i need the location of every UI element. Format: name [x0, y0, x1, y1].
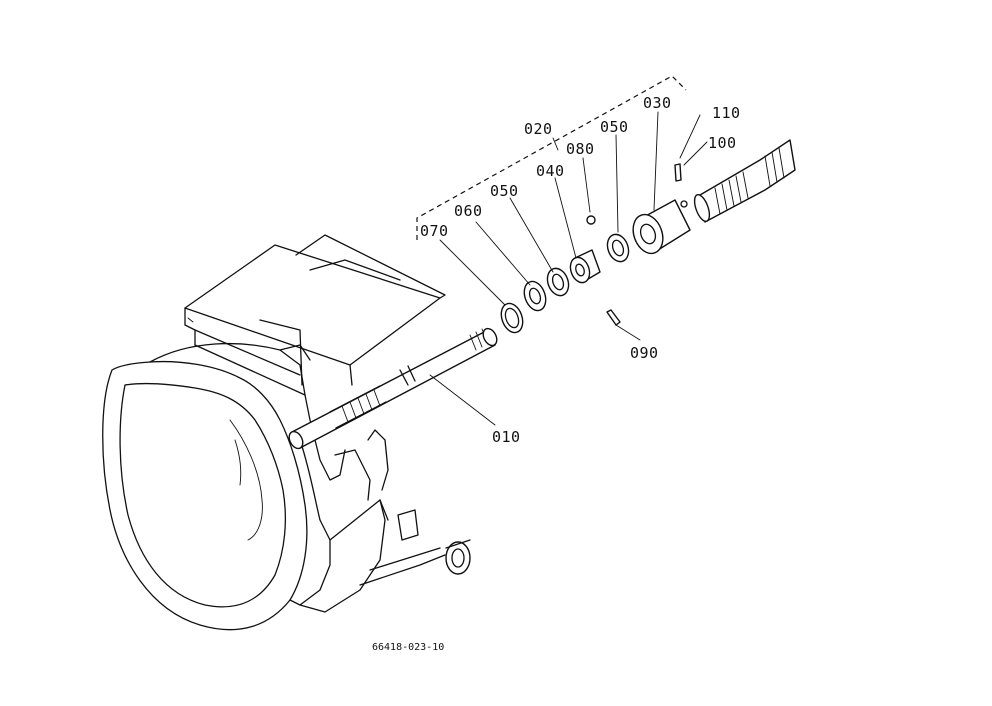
- transmission-housing: [102, 234, 471, 631]
- washer-060: [523, 280, 547, 312]
- pin-090: [606, 309, 621, 326]
- snap-ring-070: [500, 302, 524, 334]
- callout-050-b: 050: [600, 118, 629, 136]
- drive-shaft: [693, 139, 796, 223]
- callout-030: 030: [643, 94, 672, 112]
- callout-040: 040: [536, 162, 565, 180]
- pin-110: [674, 163, 682, 182]
- group-bracket-020: [416, 75, 687, 240]
- drawing-code: 66418-023-10: [372, 642, 444, 653]
- callout-080: 080: [566, 140, 595, 158]
- callout-100: 100: [708, 134, 737, 152]
- callout-060: 060: [454, 202, 483, 220]
- ball-080: [586, 215, 596, 225]
- shaft-010: [288, 327, 498, 450]
- callout-070: 070: [420, 222, 449, 240]
- callout-labels: 020 030 110 100 050 080 040 050 060 070 …: [420, 94, 741, 446]
- washer-050-b: [606, 233, 630, 263]
- coupling-030: [632, 199, 691, 255]
- callout-090: 090: [630, 344, 659, 362]
- leader-lines: [429, 111, 708, 426]
- callout-050-a: 050: [490, 182, 519, 200]
- callout-020: 020: [524, 120, 553, 138]
- callout-010: 010: [492, 428, 521, 446]
- callout-110: 110: [712, 104, 741, 122]
- washer-050-a: [546, 267, 570, 297]
- collar-040: [569, 249, 601, 284]
